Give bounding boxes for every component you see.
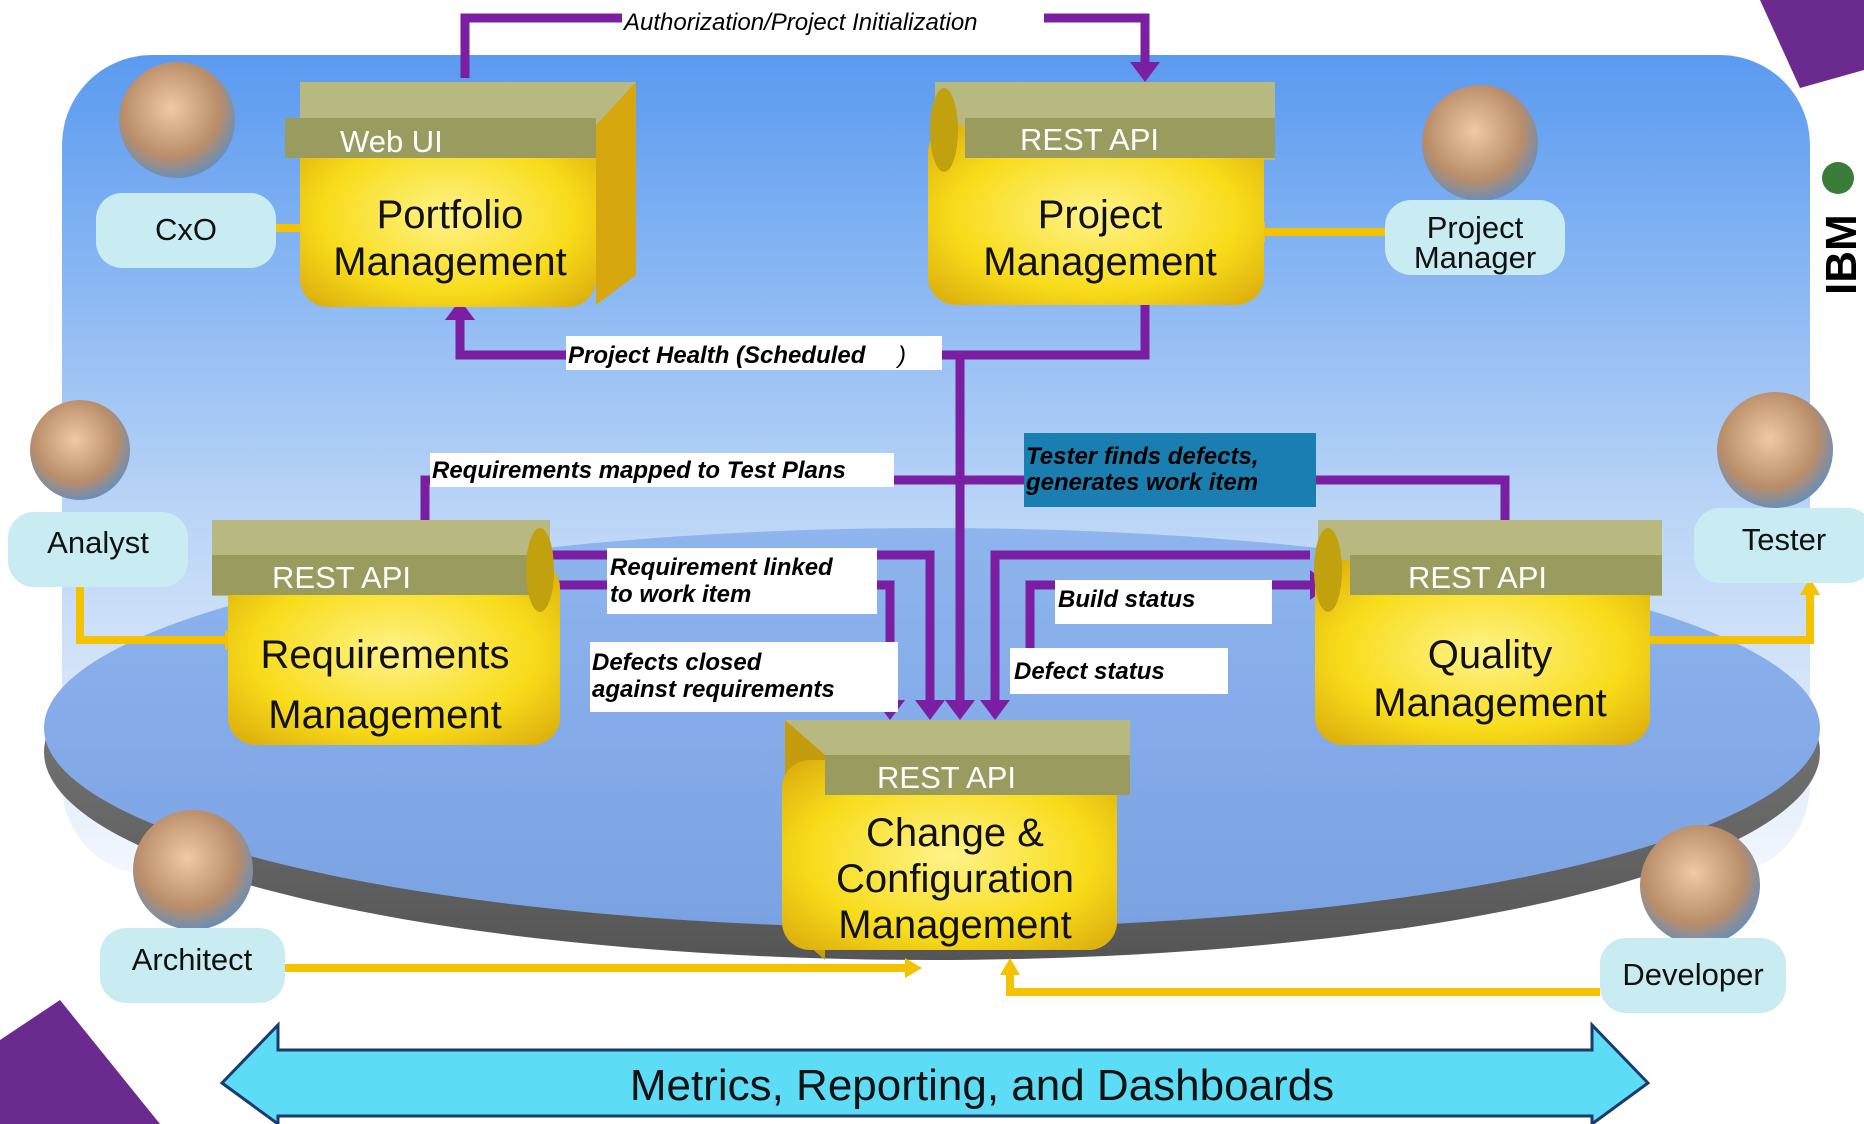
arrow-build-status (990, 550, 1310, 700)
metrics-banner: Metrics, Reporting, and Dashboards (219, 1021, 1651, 1124)
quality-title-line1: Quality (1428, 633, 1553, 677)
project-title-line1: Project (1038, 193, 1163, 237)
defects-closed-line2: against requirements (592, 676, 835, 703)
project-management-box: REST API Project Management (928, 82, 1275, 305)
cxo-label: CxO (155, 212, 217, 247)
arrow-req-to-test (420, 475, 1510, 540)
requirements-management-box: REST API Requirements Management (212, 520, 560, 745)
project-manager-avatar (1422, 85, 1538, 201)
requirements-title-line2: Management (268, 693, 501, 737)
ibm-logo: IBM (1817, 162, 1864, 295)
requirements-title-line1: Requirements (260, 633, 509, 677)
flow-labels: Authorization/Project Initialization Pro… (430, 5, 1316, 712)
tester-label: Tester (1742, 522, 1826, 557)
metrics-banner-label: Metrics, Reporting, and Dashboards (630, 1061, 1334, 1110)
person-cxo: CxO (96, 62, 276, 268)
developer-label: Developer (1622, 957, 1763, 992)
ccm-title-line2: Configuration (836, 857, 1074, 901)
authorization-label: Authorization/Project Initialization (622, 9, 978, 36)
person-architect: Architect (100, 810, 285, 1003)
person-analyst: Analyst (8, 400, 188, 587)
req-linked-line2: to work item (610, 581, 751, 608)
quality-management-box: REST API Quality Management (1314, 520, 1662, 745)
project-manager-label-line2: Manager (1414, 240, 1536, 275)
ibm-logo-text: IBM (1817, 214, 1864, 295)
portfolio-title-line2: Management (333, 240, 566, 284)
globe-icon (1822, 162, 1854, 194)
purple-arrows (420, 13, 1510, 700)
developer-avatar (1640, 825, 1760, 945)
req-to-test-label: Requirements mapped to Test Plans (432, 457, 846, 484)
portfolio-management-box: Web UI Portfolio Management (285, 82, 636, 307)
project-api-label: REST API (1020, 122, 1159, 157)
portfolio-title-line1: Portfolio (377, 193, 524, 237)
architect-label: Architect (132, 942, 253, 977)
quality-title-line2: Management (1373, 681, 1606, 725)
req-linked-line1: Requirement linked (610, 554, 834, 581)
project-health-label: Project Health (Scheduled (568, 342, 867, 369)
project-title-line2: Management (983, 240, 1216, 284)
project-manager-label-line1: Project (1427, 210, 1524, 245)
corner-decoration-bottom-left (0, 1000, 160, 1124)
person-project-manager: Project Manager (1385, 85, 1565, 275)
defects-closed-line1: Defects closed (592, 649, 763, 676)
quality-api-label: REST API (1408, 560, 1547, 595)
defect-status-label: Defect status (1014, 658, 1165, 685)
analyst-avatar (30, 400, 130, 500)
cxo-avatar (119, 62, 235, 178)
tester-avatar (1717, 392, 1833, 508)
portfolio-api-label: Web UI (340, 124, 443, 159)
ccm-box: REST API Change & Configuration Manageme… (782, 720, 1130, 960)
gold-arrows (76, 224, 1814, 996)
tester-finds-line2: generates work item (1025, 469, 1258, 496)
person-developer: Developer (1600, 825, 1786, 1013)
ccm-title-line3: Management (838, 903, 1071, 947)
analyst-label: Analyst (47, 525, 149, 560)
corner-decoration-top-right (1760, 0, 1864, 88)
tester-finds-line1: Tester finds defects, (1026, 443, 1259, 470)
ccm-title-line1: Change & (866, 811, 1044, 855)
tester-finds-label-bg (1024, 433, 1316, 507)
requirements-api-label: REST API (272, 560, 411, 595)
ccm-api-label: REST API (877, 760, 1016, 795)
project-health-paren: ) (895, 342, 906, 369)
person-tester: Tester (1694, 392, 1864, 583)
architect-avatar (133, 810, 253, 930)
build-status-label: Build status (1058, 586, 1195, 613)
